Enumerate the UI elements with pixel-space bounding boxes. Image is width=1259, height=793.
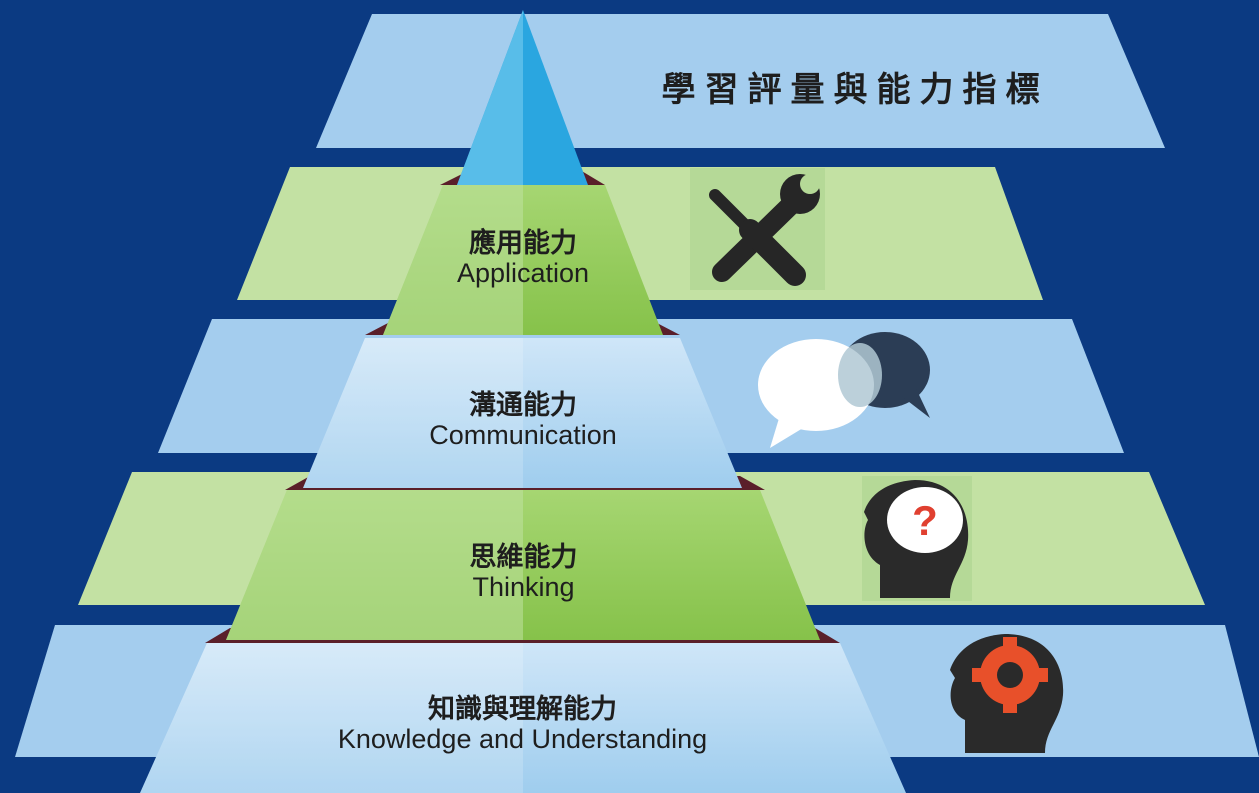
level-communication: 溝通能力 Communication xyxy=(303,390,743,450)
diagram-title: 學習評量與能力指標 xyxy=(661,70,1049,109)
level-knowledge-en: Knowledge and Understanding xyxy=(337,724,708,754)
level-application: 應用能力 Application xyxy=(383,228,663,288)
pyramid-tier-communication xyxy=(303,338,742,488)
pyramid-tier-knowledge xyxy=(140,643,906,793)
speech-bubbles-icon xyxy=(758,332,930,448)
tools-icon xyxy=(690,168,825,290)
svg-text:?: ? xyxy=(912,497,938,544)
level-knowledge: 知識與理解能力 Knowledge and Understanding xyxy=(160,694,885,754)
level-application-en: Application xyxy=(456,258,590,288)
head-question-icon: ? xyxy=(862,476,972,601)
level-communication-en: Communication xyxy=(429,420,617,450)
level-thinking-zh: 思維能力 xyxy=(469,542,578,572)
level-communication-zh: 溝通能力 xyxy=(469,390,577,420)
level-application-zh: 應用能力 xyxy=(469,228,577,258)
level-knowledge-zh: 知識與理解能力 xyxy=(428,694,617,724)
level-thinking-en: Thinking xyxy=(472,572,575,602)
level-thinking: 思維能力 Thinking xyxy=(226,542,821,602)
head-gear-icon xyxy=(945,630,1070,755)
